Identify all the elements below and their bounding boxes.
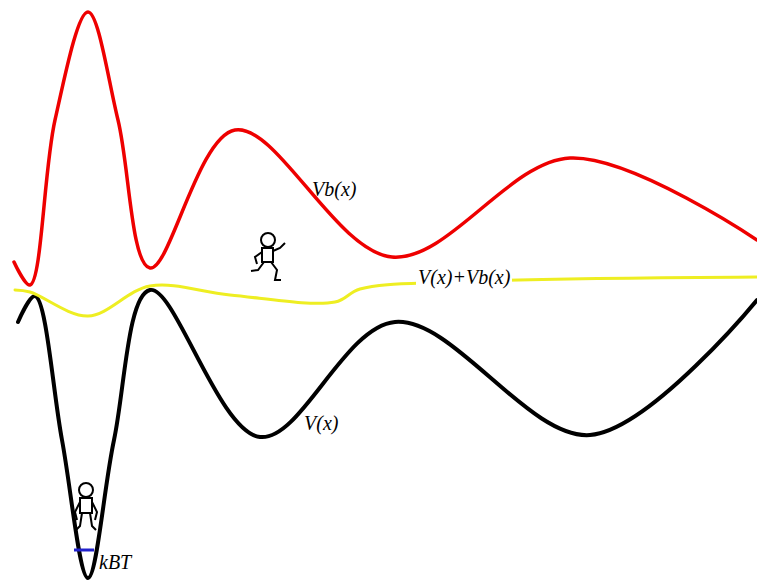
- thermal-energy-bar: [74, 549, 94, 552]
- bias-potential-curve: [14, 12, 757, 285]
- bias-potential-label: Vb(x): [312, 178, 356, 200]
- potential-curve: [18, 290, 757, 578]
- stick-figure-trapped: [75, 483, 97, 530]
- summed-potential-curve: [15, 277, 757, 316]
- potential-label: V(x): [304, 412, 338, 434]
- summed-potential-label: V(x)+Vb(x): [416, 266, 512, 288]
- thermal-energy-label: kBT: [99, 551, 131, 573]
- stick-figure-running: [251, 233, 285, 280]
